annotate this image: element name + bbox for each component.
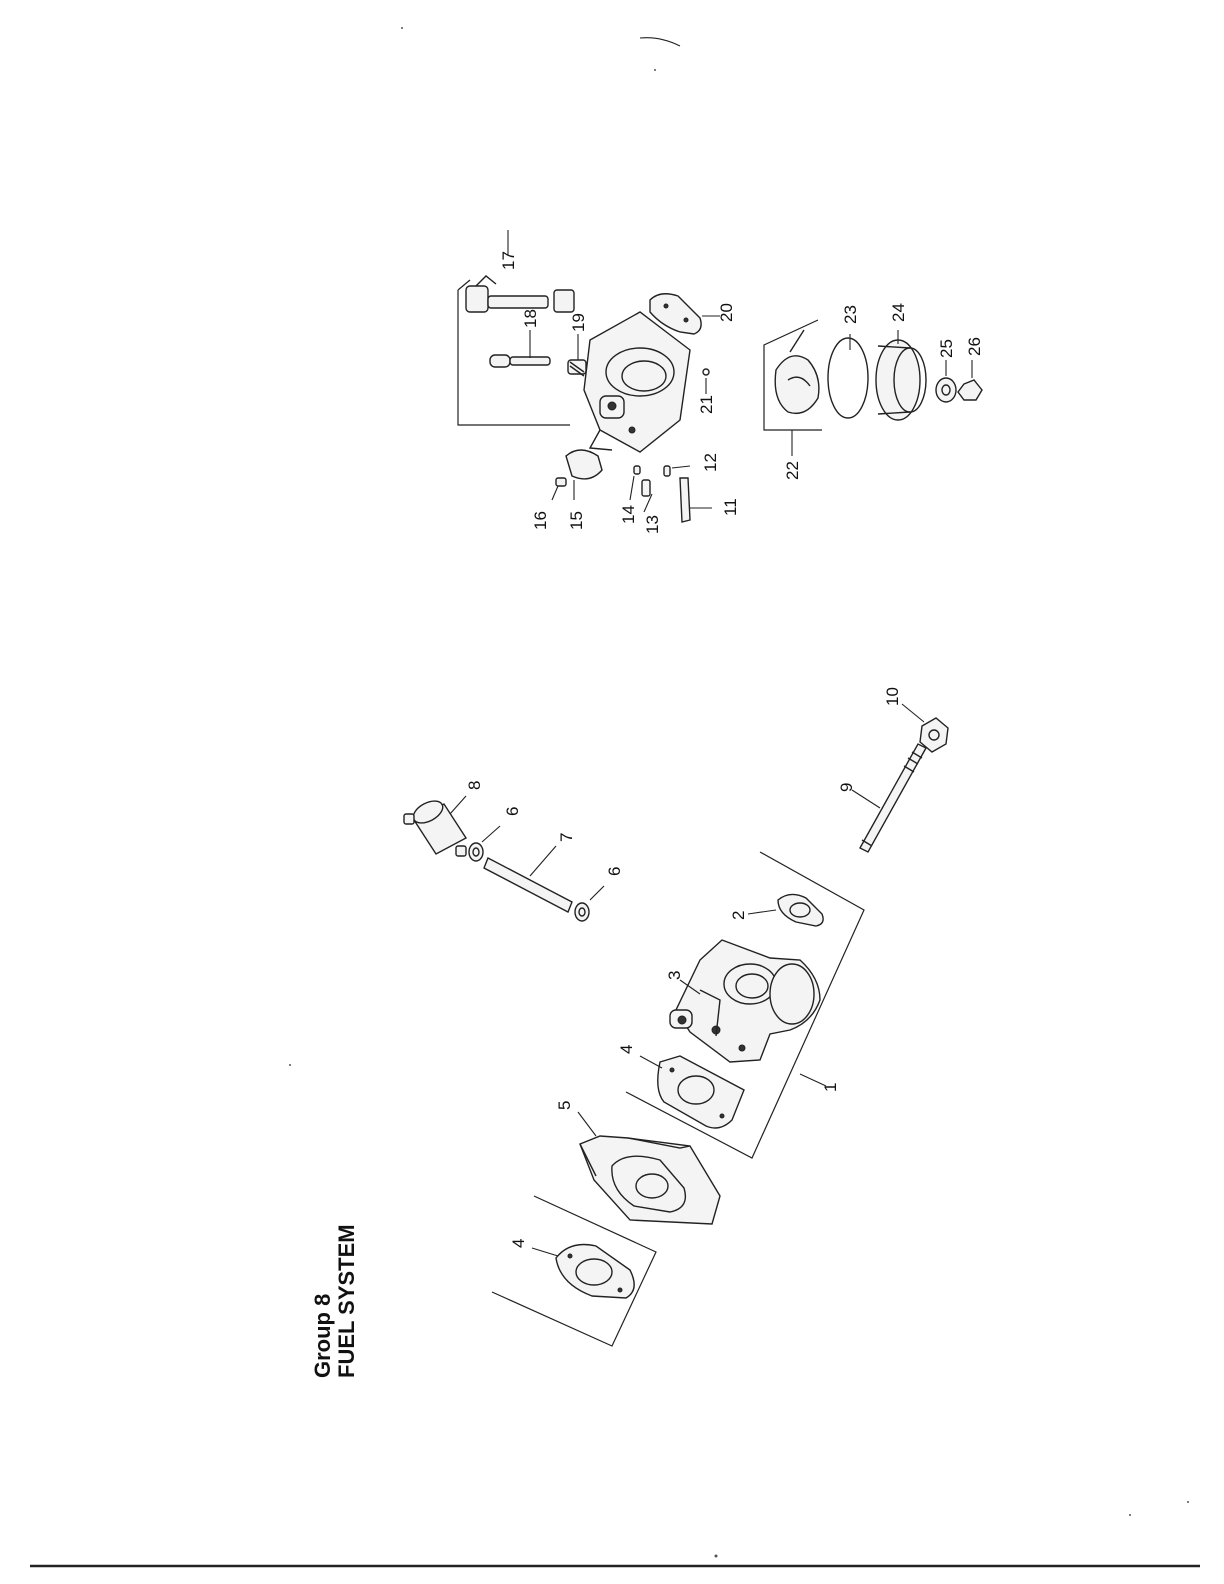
intake-gasket-lower xyxy=(555,1243,635,1299)
callout-5: 5 xyxy=(555,1101,574,1110)
callout-23: 23 xyxy=(841,305,860,324)
small-ring xyxy=(702,368,710,376)
intake-gasket-upper xyxy=(657,1055,745,1129)
callout-16: 16 xyxy=(531,511,550,530)
scan-marks xyxy=(289,27,1189,1558)
mixture-needles xyxy=(633,465,691,523)
bowl-gasket xyxy=(649,293,702,335)
callout-13: 13 xyxy=(643,515,662,534)
float xyxy=(774,329,820,415)
carburetor-gasket xyxy=(777,893,824,927)
callout-3: 3 xyxy=(665,971,684,980)
callout-10: 10 xyxy=(883,687,902,706)
callout-17: 17 xyxy=(499,251,518,270)
callout-12: 12 xyxy=(701,453,720,472)
page-title: FUEL SYSTEM xyxy=(334,1224,359,1378)
title-block: Group 8 FUEL SYSTEM xyxy=(310,1224,359,1378)
group-bracket-22 xyxy=(763,319,822,431)
callout-7: 7 xyxy=(557,833,576,842)
group-bracket-17b xyxy=(457,279,471,291)
float-assembly xyxy=(465,275,575,313)
group-bracket-1 xyxy=(625,851,865,1159)
callout-8: 8 xyxy=(465,781,484,790)
fuel-hose xyxy=(483,857,573,913)
group-bracket-17 xyxy=(457,290,570,426)
mounting-stud xyxy=(859,743,927,853)
callouts: 1 2 3 4 5 4 6 6 7 8 9 10 11 12 13 14 15 … xyxy=(465,251,984,1248)
washer xyxy=(935,377,957,403)
carburetor-body-upper xyxy=(583,311,691,453)
heat-shield-spacer xyxy=(579,1135,721,1225)
callout-4-upper: 4 xyxy=(617,1045,636,1054)
float-pin xyxy=(489,354,551,368)
callout-14: 14 xyxy=(619,505,638,524)
callout-25: 25 xyxy=(937,339,956,358)
hose-clamp-a xyxy=(468,842,484,862)
callout-15: 15 xyxy=(567,511,586,530)
group-bracket-4 xyxy=(491,1195,657,1347)
callout-22: 22 xyxy=(783,461,802,480)
hose-clamp-b xyxy=(574,902,590,922)
callout-26: 26 xyxy=(965,337,984,356)
o-ring xyxy=(827,337,869,419)
callout-20: 20 xyxy=(717,303,736,322)
callout-21: 21 xyxy=(697,395,716,414)
callout-4-lower: 4 xyxy=(509,1239,528,1248)
plug-and-screw xyxy=(555,449,603,487)
callout-19: 19 xyxy=(569,313,588,332)
float-bowl xyxy=(875,339,927,421)
callout-24: 24 xyxy=(889,303,908,322)
carburetor-detail-group xyxy=(457,230,983,523)
callout-6-upper: 6 xyxy=(503,807,522,816)
stud-nut xyxy=(919,717,949,753)
carburetor-body xyxy=(669,939,821,1063)
bowl-nut xyxy=(957,379,983,401)
lower-assembly-group xyxy=(403,703,949,1347)
callout-2: 2 xyxy=(729,911,748,920)
callout-11: 11 xyxy=(721,498,740,516)
callout-9: 9 xyxy=(837,783,856,792)
callout-18: 18 xyxy=(521,309,540,328)
group-label: Group 8 xyxy=(310,1294,335,1378)
callout-6-lower: 6 xyxy=(605,867,624,876)
fuel-filter xyxy=(403,800,468,857)
spring xyxy=(567,359,587,377)
callout-1: 1 xyxy=(821,1083,840,1092)
